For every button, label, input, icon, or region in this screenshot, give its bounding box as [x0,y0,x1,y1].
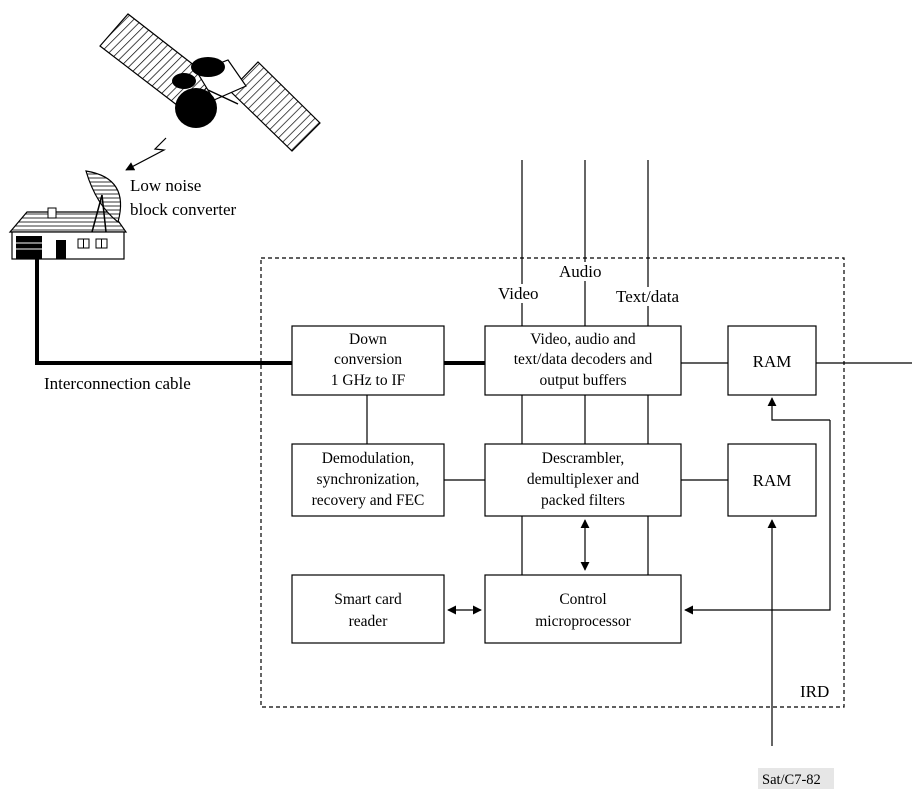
down-conversion-block: Down conversion 1 GHz to IF [291,325,445,396]
down-conversion-line1: Down [349,331,387,348]
demodulation-line1: Demodulation, [322,450,415,467]
descrambler-line2: demultiplexer and [527,471,640,488]
demodulation-line3: recovery and FEC [312,492,425,509]
interconnection-cable [35,256,292,365]
house-dish-icon [8,170,128,260]
control-line2: microprocessor [535,613,631,630]
ram-top-block: RAM [727,325,817,396]
descrambler-line1: Descrambler, [542,450,624,467]
down-conversion-line3: 1 GHz to IF [331,372,406,389]
ird-boundary [260,257,845,708]
decoders-block: Video, audio and text/data decoders and … [484,325,682,396]
smart-card-line1: Smart card [334,591,402,608]
down-conversion-line2: conversion [334,351,402,368]
decoders-line3: output buffers [539,372,626,389]
control-ram-feedback [684,420,831,615]
lnb-label-line1: Low noise [130,176,201,195]
ram-top-label: RAM [753,352,792,371]
control-block: Control microprocessor [484,574,682,644]
satellite-icon [99,13,321,152]
decoders-line2: text/data decoders and [514,351,653,368]
decoders-line1: Video, audio and [530,331,636,348]
smart-card-line2: reader [349,613,389,630]
control-ram-feedback-top [767,397,830,421]
video-label: Video [498,284,539,303]
downlink-signal [125,137,167,171]
demodulation-block: Demodulation, synchronization, recovery … [291,443,445,517]
ram-bottom-label: RAM [753,471,792,490]
descrambler-line3: packed filters [541,492,625,509]
smart-card-block: Smart card reader [291,574,445,644]
interconnection-label: Interconnection cable [44,374,191,393]
control-line1: Control [559,591,606,608]
audio-label: Audio [559,262,602,281]
descrambler-block: Descrambler, demultiplexer and packed fi… [484,443,682,517]
demodulation-line2: synchronization, [317,471,420,488]
ird-label: IRD [800,682,829,701]
lnb-label-line2: block converter [130,200,237,219]
figure-id-label: Sat/C7-82 [762,772,821,788]
textdata-label: Text/data [616,287,679,306]
ram-bottom-block: RAM [727,443,817,517]
